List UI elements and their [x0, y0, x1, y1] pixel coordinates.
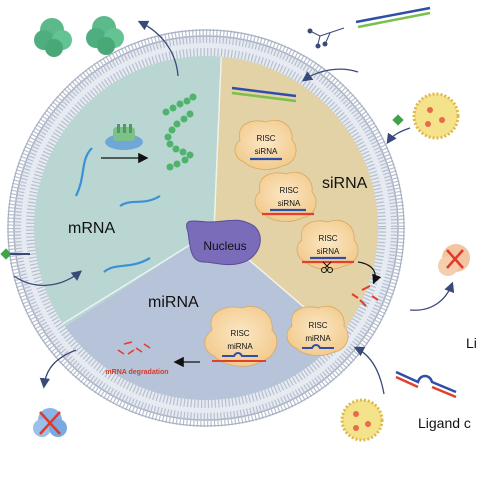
export-arrow — [137, 20, 179, 77]
risc-complex: RISC siRNA — [254, 171, 317, 222]
sirna-label: siRNA — [322, 175, 368, 192]
uptake-arrow — [301, 68, 359, 82]
risc-label: RISC — [279, 186, 298, 195]
risc-label: RISC — [318, 234, 337, 243]
cleaved-fragments — [351, 285, 379, 307]
risc-complex: RISC siRNA — [296, 219, 359, 270]
entry-arrow — [386, 127, 411, 145]
risc-label: RISC — [256, 134, 275, 143]
protein-icon — [86, 16, 124, 55]
mirna-small-label: miRNA — [227, 342, 253, 351]
rna-duplex-icon — [355, 6, 431, 29]
cleavage-arrow — [357, 261, 382, 285]
mrna-label: mRNA — [68, 220, 115, 237]
lipid-nanoparticle-icon — [340, 398, 384, 442]
protein-icon — [34, 18, 72, 57]
mrna-strand — [103, 257, 151, 273]
mrna-strand — [119, 195, 161, 207]
nucleus — [186, 219, 261, 266]
nucleus-label: Nucleus — [203, 239, 246, 253]
sirna-small-label: siRNA — [255, 147, 278, 156]
entry-arrow — [13, 270, 83, 287]
export-arrow — [409, 281, 455, 311]
risc-label: RISC — [230, 329, 249, 338]
mrna-strand — [75, 147, 93, 197]
export-arrow — [39, 349, 77, 389]
risc-complex: RISC siRNA — [234, 119, 297, 170]
scissors-icon — [321, 261, 333, 273]
risc-label: RISC — [308, 321, 327, 330]
degraded-fragments — [117, 341, 151, 355]
rna-duplex-icon — [231, 86, 297, 103]
ligand-label-partial: Ligand c — [418, 415, 471, 431]
receptor-icon — [392, 114, 404, 126]
sirna-small-label: siRNA — [317, 247, 340, 256]
risc-complex: RISC miRNA — [286, 305, 349, 356]
cross-icon — [438, 244, 470, 276]
ribosome-icon — [105, 124, 143, 150]
risc-complex: RISC miRNA — [204, 306, 278, 367]
cross-icon — [33, 408, 67, 437]
mrna-degradation-label: mRNA degradation — [105, 369, 168, 376]
mirna-small-label: miRNA — [305, 334, 331, 343]
mirna-label: miRNA — [148, 294, 199, 311]
ligand-icon — [307, 27, 345, 49]
entry-arrow — [353, 346, 385, 395]
sirna-small-label: siRNA — [278, 199, 301, 208]
lipid-label-partial: Li — [466, 335, 477, 351]
lipid-nanoparticle-icon — [412, 92, 460, 140]
peptide-chain — [162, 93, 197, 171]
rna-duplex-icon — [395, 370, 457, 399]
